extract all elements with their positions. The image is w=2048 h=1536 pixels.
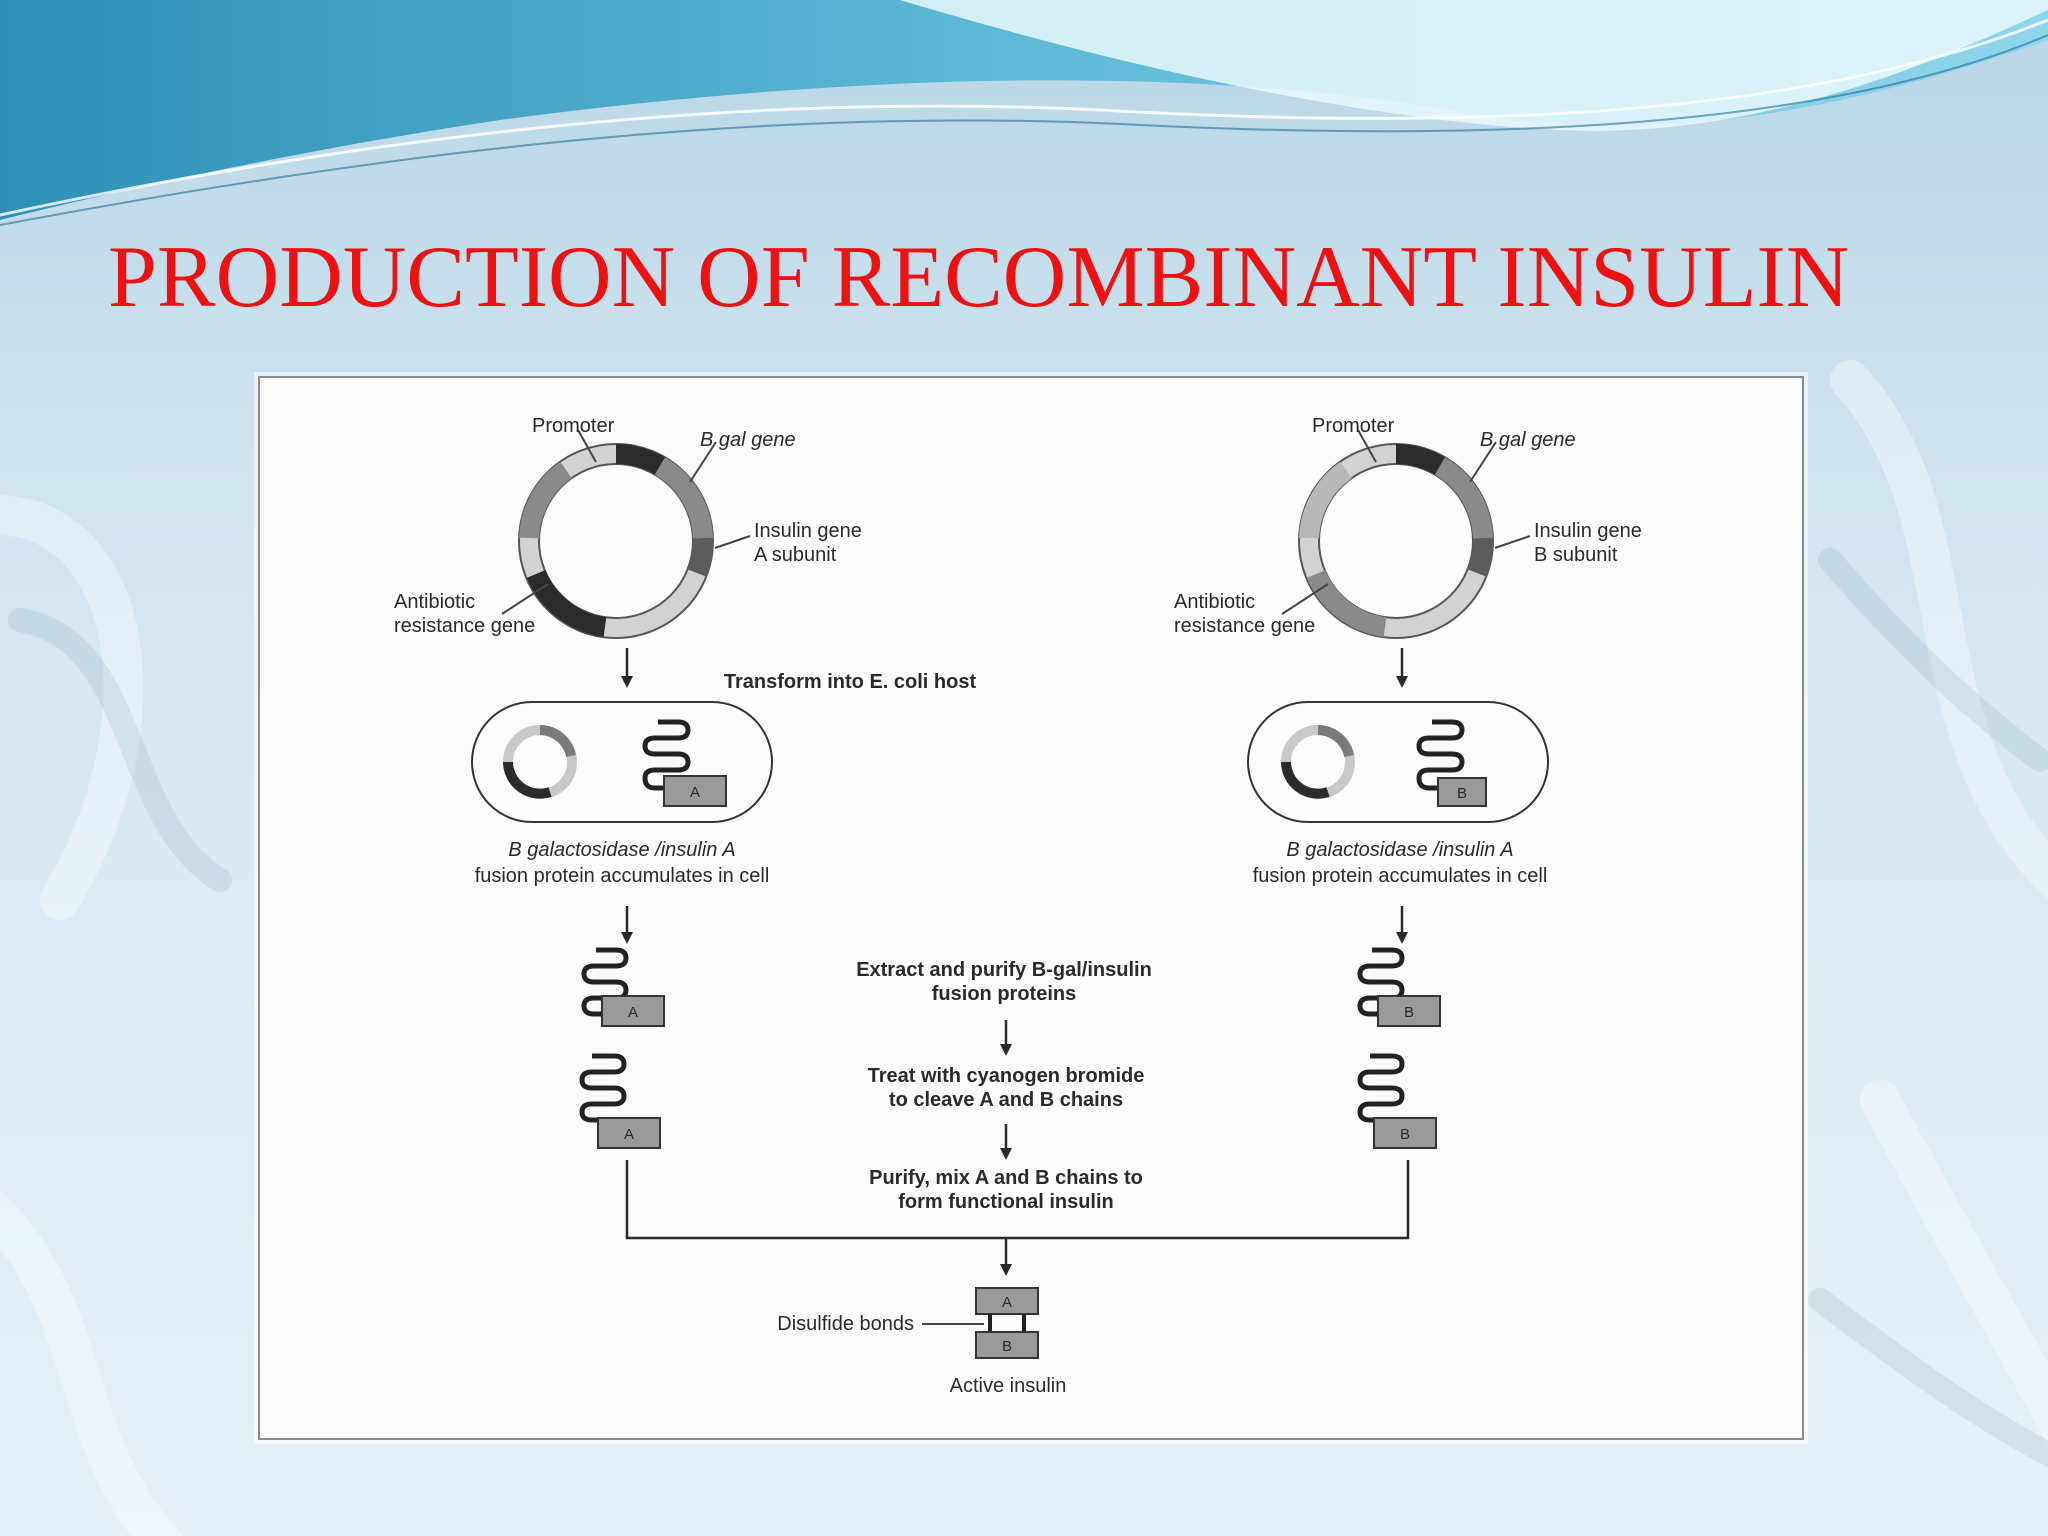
right-light-segment [1299, 461, 1353, 539]
right-cleaved-box-label: B [1400, 1126, 1410, 1143]
purify-step-label-2: form functional insulin [898, 1191, 1114, 1213]
transform-step-label: Transform into E. coli host [724, 671, 977, 693]
left-resistance-segment [526, 569, 607, 637]
treat-step-label-2: to cleave A and B chains [889, 1089, 1123, 1111]
right-bgal-segment [1434, 457, 1493, 539]
left-cleaved-coil [579, 1053, 627, 1123]
left-cell-caption-1: B galactosidase /insulin A [508, 839, 735, 861]
left-resistance-label-2: resistance gene [394, 615, 535, 637]
left-resistance-leader [501, 583, 549, 615]
left-insulin-label-2: A subunit [754, 544, 837, 566]
purify-step-label-1: Purify, mix A and B chains to [869, 1167, 1143, 1189]
treat-step-label-1: Treat with cyanogen bromide [868, 1065, 1145, 1087]
left-cell-box-label: A [690, 784, 700, 801]
disulfide-bonds-label: Disulfide bonds [777, 1313, 914, 1335]
active-chain-b-box [975, 1331, 1039, 1359]
merge-bracket [625, 1160, 1410, 1240]
right-fusion-box-label: B [1404, 1004, 1414, 1021]
slide-title: PRODUCTION OF RECOMBINANT INSULIN [108, 229, 1850, 326]
active-chain-a-label: A [1002, 1294, 1012, 1311]
right-promoter-leader [1357, 429, 1377, 463]
left-resistance-label-1: Antibiotic [394, 591, 475, 613]
active-chain-a-box [975, 1287, 1039, 1315]
header-wave-decoration [0, 0, 2048, 226]
right-insulin-label-1: Insulin gene [1534, 520, 1642, 542]
left-plasmid-ring-outline-inner [538, 463, 694, 619]
left-plasmid: Promoter B gal gene Insulin gene A subun… [394, 415, 862, 639]
left-insulin-leader [714, 535, 751, 549]
right-grey-segment [1306, 569, 1387, 637]
left-cleaved-box-label: A [624, 1126, 634, 1143]
left-cell-plasmid-dark [503, 761, 552, 799]
left-ecoli-cell: A [471, 701, 773, 823]
active-insulin-label: Active insulin [950, 1375, 1067, 1397]
right-cell-caption-1: B galactosidase /insulin A [1286, 839, 1513, 861]
right-cleaved-coil [1357, 1053, 1405, 1123]
left-promoter-leader [577, 429, 597, 463]
left-promoter-label: Promoter [532, 415, 615, 437]
left-cell-plasmid-mid [539, 725, 576, 758]
right-cleaved-chains: B [1357, 1053, 1437, 1149]
right-promoter-label: Promoter [1312, 415, 1395, 437]
right-cell-caption-2: fusion protein accumulates in cell [1253, 865, 1548, 887]
right-cell-plasmid-dark [1281, 761, 1330, 799]
right-cleaved-box [1373, 1117, 1437, 1149]
active-insulin-molecule: A B [975, 1287, 1039, 1359]
left-fusion-protein: A [581, 947, 665, 1027]
right-resistance-leader [1281, 583, 1329, 615]
insulin-production-diagram: Promoter B gal gene Insulin gene A subun… [258, 376, 1804, 1440]
left-fusion-box-label: A [628, 1004, 638, 1021]
left-cleaved-chains: A [579, 1053, 661, 1149]
left-fusion-box [601, 995, 665, 1027]
left-insulin-label-1: Insulin gene [754, 520, 862, 542]
extract-step-label-1: Extract and purify B-gal/insulin [856, 959, 1152, 981]
left-cell-fusion-coil [642, 719, 691, 791]
right-resistance-label-1: Antibiotic [1174, 591, 1255, 613]
right-resistance-label-2: resistance gene [1174, 615, 1315, 637]
left-bgal-leader [689, 441, 717, 483]
right-promoter-segment [1395, 444, 1446, 475]
left-cell-outline [471, 701, 773, 823]
right-insulin-label-2: B subunit [1534, 544, 1618, 566]
right-cell-fusion-coil [1416, 719, 1465, 791]
left-grey-segment [519, 461, 573, 539]
left-bgal-label: B gal gene [700, 429, 796, 451]
right-insulin-segment [1467, 537, 1494, 577]
right-fusion-box [1377, 995, 1441, 1027]
right-insulin-leader [1494, 535, 1531, 549]
active-chain-b-label: B [1002, 1338, 1012, 1355]
right-cell-box-label: B [1457, 785, 1467, 802]
right-bgal-leader [1469, 441, 1497, 483]
right-cell-outline [1247, 701, 1549, 823]
right-fusion-coil [1357, 947, 1405, 1017]
left-insulin-segment [687, 537, 714, 577]
right-cell-plasmid-mid [1317, 725, 1354, 758]
right-bgal-label: B gal gene [1480, 429, 1576, 451]
left-promoter-segment [615, 444, 666, 475]
extract-step-label-2: fusion proteins [932, 983, 1076, 1005]
left-cleaved-box [597, 1117, 661, 1149]
left-bgal-segment [654, 457, 713, 539]
left-cell-box [663, 775, 727, 807]
right-plasmid-ring-outline-inner [1318, 463, 1474, 619]
right-plasmid: Promoter B gal gene Insulin gene B subun… [1174, 415, 1642, 639]
left-cell-caption-2: fusion protein accumulates in cell [475, 865, 770, 887]
right-fusion-protein: B [1357, 947, 1441, 1027]
right-cell-box [1437, 777, 1487, 807]
right-ecoli-cell: B [1247, 701, 1549, 823]
left-fusion-coil [581, 947, 629, 1017]
